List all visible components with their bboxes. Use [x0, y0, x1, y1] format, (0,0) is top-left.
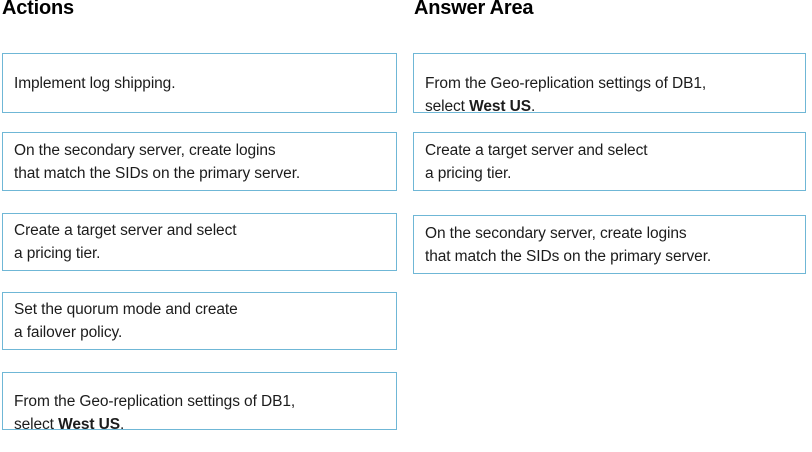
action-item-label-pre: From the Geo-replication settings of DB1…: [14, 392, 296, 433]
answer-item-label-emphasis: West US: [469, 97, 531, 115]
action-item-label: On the secondary server, create logins t…: [14, 141, 301, 182]
answer-area-column-heading: Answer Area: [414, 0, 534, 19]
answer-item-label: From the Geo-replication settings of DB1…: [425, 49, 706, 118]
answer-item-create-logins-sids[interactable]: On the secondary server, create logins t…: [413, 215, 806, 274]
answer-item-label-pre: From the Geo-replication settings of DB1…: [425, 74, 707, 115]
action-item-geo-replication-west-us[interactable]: From the Geo-replication settings of DB1…: [2, 372, 397, 433]
answer-item-create-target-server[interactable]: Create a target server and select a pric…: [413, 132, 806, 191]
actions-column-heading: Actions: [2, 0, 74, 19]
action-item-create-logins-sids[interactable]: On the secondary server, create logins t…: [2, 132, 397, 191]
action-item-label: Implement log shipping.: [14, 74, 176, 92]
action-item-label-post: .: [120, 415, 125, 433]
action-item-create-target-server[interactable]: Create a target server and select a pric…: [2, 213, 397, 271]
answer-item-geo-replication-west-us[interactable]: From the Geo-replication settings of DB1…: [413, 53, 806, 115]
action-item-label: Set the quorum mode and create a failove…: [14, 301, 238, 341]
answer-item-label-post: .: [531, 97, 536, 115]
answer-item-label: On the secondary server, create logins t…: [425, 224, 712, 265]
action-item-label-emphasis: West US: [58, 415, 120, 433]
action-item-label: Create a target server and select a pric…: [14, 222, 237, 262]
action-item-set-quorum-mode[interactable]: Set the quorum mode and create a failove…: [2, 292, 397, 350]
action-item-implement-log-shipping[interactable]: Implement log shipping.: [2, 53, 397, 113]
answer-item-label: Create a target server and select a pric…: [425, 141, 648, 182]
action-item-label: From the Geo-replication settings of DB1…: [14, 367, 295, 436]
